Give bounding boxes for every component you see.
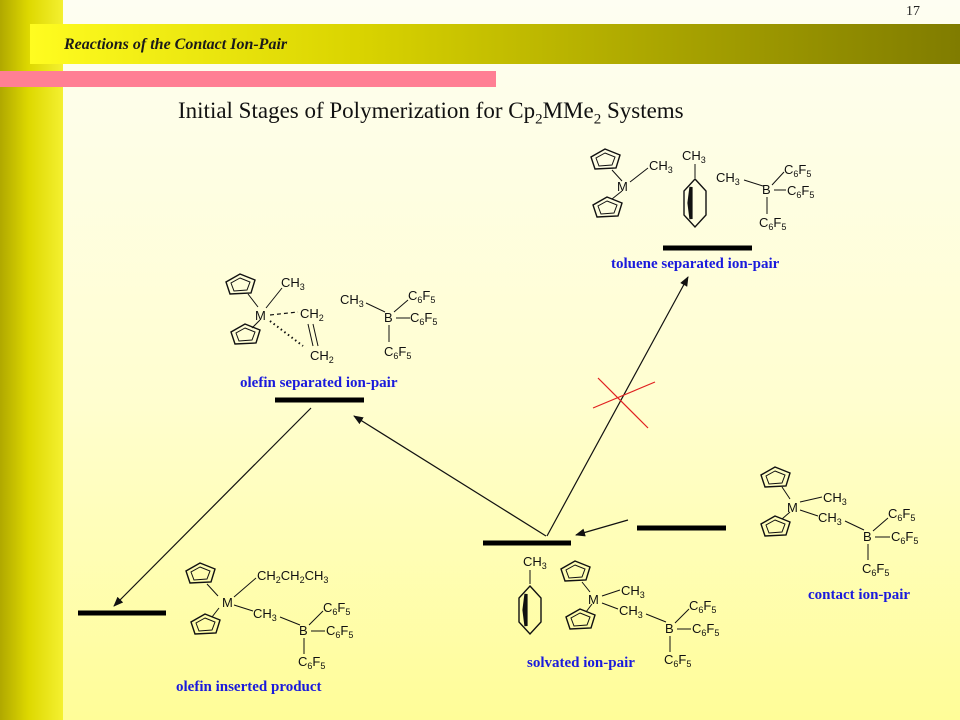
svg-text:CH3: CH3 [340,292,364,309]
svg-text:B: B [665,621,674,636]
blocked-path-cross-icon [592,377,656,429]
arrow-olefin-to-inserted [113,407,312,607]
cyclopentadienyl-icon [230,323,261,345]
svg-text:CH2: CH2 [310,348,334,365]
svg-text:B: B [863,529,872,544]
svg-text:M: M [255,308,266,323]
cyclopentadienyl-icon [225,273,256,295]
structure-olefin-inserted: M CH2CH2CH3 CH3 B C6F5 C6F5 C6F5 [185,562,353,671]
arrow-solvated-to-olefin-separated [353,415,547,537]
cyclopentadienyl-icon [592,196,623,218]
svg-text:CH3: CH3 [682,148,706,165]
svg-text:M: M [588,592,599,607]
svg-text:CH3: CH3 [619,603,643,620]
svg-text:M: M [222,595,233,610]
svg-text:C6F5: C6F5 [384,344,411,361]
svg-text:CH3: CH3 [523,554,547,571]
label-olefin-separated: olefin separated ion-pair [240,375,398,391]
svg-text:M: M [617,179,628,194]
cyclopentadienyl-icon [560,560,591,582]
structure-solvated: CH3 M CH3 CH3 B C6F5 C6F5 C6F5 [517,554,719,669]
label-toluene-separated: toluene separated ion-pair [611,256,780,272]
svg-text:CH3: CH3 [253,606,277,623]
svg-text:M: M [787,500,798,515]
svg-text:C6F5: C6F5 [326,623,353,640]
arrow-contact-to-solvated [575,519,629,537]
svg-text:C6F5: C6F5 [298,654,325,671]
structure-olefin-separated: M CH3 CH2 CH2 CH3 B C6F5 C6F5 C6F5 [225,273,437,365]
svg-text:C6F5: C6F5 [664,652,691,669]
pink-accent-bar [0,71,496,87]
svg-text:C6F5: C6F5 [689,598,716,615]
page-number: 17 [906,4,920,19]
label-olefin-inserted: olefin inserted product [176,679,322,695]
svg-text:CH3: CH3 [621,583,645,600]
arrow-solvated-to-toluene-separated [546,276,689,537]
svg-text:C6F5: C6F5 [759,215,786,232]
svg-text:C6F5: C6F5 [323,600,350,617]
slide-title: Initial Stages of Polymerization for Cp2… [178,98,684,128]
svg-text:B: B [384,310,393,325]
svg-text:CH3: CH3 [823,490,847,507]
svg-text:CH3: CH3 [716,170,740,187]
cyclopentadienyl-icon [565,608,596,630]
cyclopentadienyl-icon [760,515,791,537]
svg-text:B: B [762,182,771,197]
label-solvated: solvated ion-pair [527,655,635,671]
svg-text:C6F5: C6F5 [888,506,915,523]
svg-text:C6F5: C6F5 [891,529,918,546]
header-bar [30,24,960,64]
label-contact: contact ion-pair [808,587,910,603]
cyclopentadienyl-icon [190,613,221,635]
svg-text:CH3: CH3 [818,510,842,527]
svg-text:C6F5: C6F5 [787,183,814,200]
structure-contact: M CH3 CH3 B C6F5 C6F5 C6F5 [760,466,918,578]
svg-text:CH2: CH2 [300,306,324,323]
svg-text:C6F5: C6F5 [408,288,435,305]
svg-text:C6F5: C6F5 [692,621,719,638]
toluene-ring-icon [682,177,708,229]
svg-text:CH3: CH3 [649,158,673,175]
svg-text:C6F5: C6F5 [784,162,811,179]
svg-text:CH2CH2CH3: CH2CH2CH3 [257,568,328,585]
cyclopentadienyl-icon [185,562,216,584]
structure-toluene-separated: M CH3 CH3 CH3 B C6F5 C6F5 C6F5 [590,148,814,232]
svg-text:B: B [299,623,308,638]
cyclopentadienyl-icon [760,466,791,488]
cyclopentadienyl-icon [590,148,621,170]
section-title: Reactions of the Contact Ion-Pair [64,36,288,53]
toluene-ring-icon [517,584,543,636]
svg-text:C6F5: C6F5 [410,310,437,327]
svg-text:CH3: CH3 [281,275,305,292]
left-accent-bar [0,0,63,720]
svg-text:C6F5: C6F5 [862,561,889,578]
